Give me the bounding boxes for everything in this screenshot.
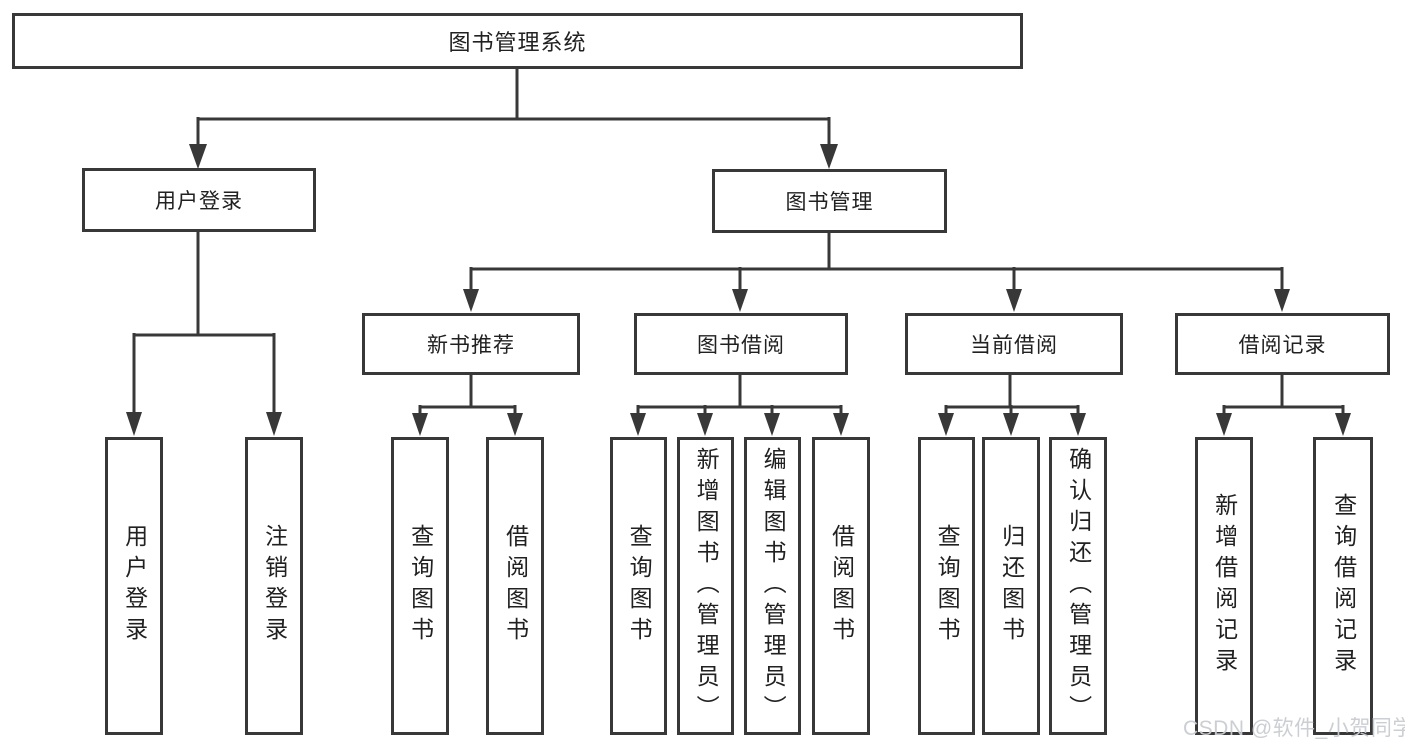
node-br-add-record-label: 新增借阅记录 <box>1211 493 1238 679</box>
node-borrow-records-label: 借阅记录 <box>1238 334 1327 357</box>
node-rec-query-book-label: 查询图书 <box>407 524 434 648</box>
node-cb-confirm-return: 确认归还（管理员） <box>1049 437 1107 735</box>
node-cb-query-book: 查询图书 <box>918 437 975 735</box>
node-br-query-record-label: 查询借阅记录 <box>1330 493 1357 679</box>
node-bb-borrow-book: 借阅图书 <box>812 437 870 735</box>
node-user-login-label: 用户登录 <box>155 190 243 213</box>
connector-new-book-rec-children <box>412 375 523 436</box>
node-cb-return-book: 归还图书 <box>982 437 1040 735</box>
node-current-borrow: 当前借阅 <box>905 313 1123 375</box>
node-root-system: 图书管理系统 <box>12 13 1023 69</box>
connector-current-borrow-children <box>938 375 1086 436</box>
node-br-add-record: 新增借阅记录 <box>1195 437 1253 735</box>
connector-borrow-records-children <box>1216 375 1351 436</box>
node-new-book-rec: 新书推荐 <box>362 313 580 375</box>
node-book-mgmt: 图书管理 <box>712 169 947 233</box>
node-rec-borrow-book: 借阅图书 <box>486 437 544 735</box>
node-rec-borrow-book-label: 借阅图书 <box>502 524 529 648</box>
connector-root-to-level2 <box>189 69 838 169</box>
node-book-borrow-label: 图书借阅 <box>697 334 785 357</box>
node-user-login: 用户登录 <box>82 168 316 232</box>
node-bb-query-book-label: 查询图书 <box>626 524 653 648</box>
node-bb-edit-book-label: 编辑图书（管理员） <box>760 446 787 726</box>
node-book-borrow: 图书借阅 <box>634 313 848 375</box>
node-bb-query-book: 查询图书 <box>610 437 667 735</box>
node-leaf-logout-label: 注销登录 <box>261 524 288 648</box>
node-cb-return-book-label: 归还图书 <box>998 524 1025 648</box>
node-current-borrow-label: 当前借阅 <box>970 334 1058 357</box>
node-bb-add-book-label: 新增图书（管理员） <box>693 446 720 726</box>
connector-book-borrow-children <box>630 375 849 436</box>
node-cb-confirm-return-label: 确认归还（管理员） <box>1065 446 1092 726</box>
node-br-query-record: 查询借阅记录 <box>1313 437 1373 735</box>
csdn-watermark: CSDN @软件_小贺同学 <box>1183 717 1405 740</box>
node-bb-edit-book: 编辑图书（管理员） <box>744 437 801 735</box>
node-borrow-records: 借阅记录 <box>1175 313 1390 375</box>
node-leaf-user-login: 用户登录 <box>105 437 163 735</box>
node-rec-query-book: 查询图书 <box>391 437 449 735</box>
node-root-system-label: 图书管理系统 <box>448 30 587 55</box>
node-bb-borrow-book-label: 借阅图书 <box>828 524 855 648</box>
node-leaf-logout: 注销登录 <box>245 437 303 735</box>
node-cb-query-book-label: 查询图书 <box>934 524 961 648</box>
connector-user-login-children <box>126 231 282 436</box>
node-bb-add-book: 新增图书（管理员） <box>677 437 734 735</box>
connector-book-mgmt-children <box>463 233 1290 312</box>
node-new-book-rec-label: 新书推荐 <box>427 334 515 357</box>
node-leaf-user-login-label: 用户登录 <box>121 524 148 648</box>
node-book-mgmt-label: 图书管理 <box>785 191 874 214</box>
